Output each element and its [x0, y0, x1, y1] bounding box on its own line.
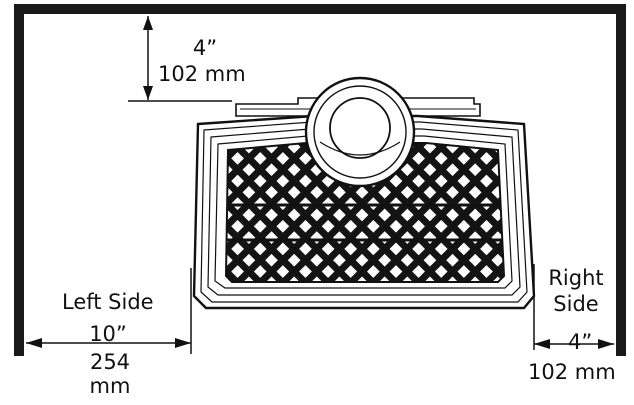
rear-clearance-imperial: 4” [192, 36, 218, 60]
flue-outlet [304, 76, 416, 188]
right-clearance-dimension [533, 264, 614, 350]
left-clearance-metric-value: 254 [89, 350, 131, 374]
rear-clearance-metric: 102 mm [158, 62, 246, 86]
stove-top-view [192, 76, 536, 310]
right-clearance-imperial: 4” [568, 330, 593, 354]
wall-enclosure [14, 4, 626, 356]
right-side-title-line1: Right [548, 266, 604, 290]
left-clearance-imperial: 10” [89, 322, 127, 346]
left-wall [14, 4, 24, 356]
right-clearance-metric: 102 mm [528, 360, 616, 384]
left-side-title: Left Side [62, 290, 154, 314]
rear-wall [14, 4, 626, 14]
right-wall [616, 4, 626, 356]
right-side-title-line2: Side [553, 292, 599, 316]
left-clearance-dimension [26, 268, 192, 354]
rear-clearance-dimension [128, 16, 232, 102]
left-clearance-metric-unit: mm [89, 374, 131, 398]
